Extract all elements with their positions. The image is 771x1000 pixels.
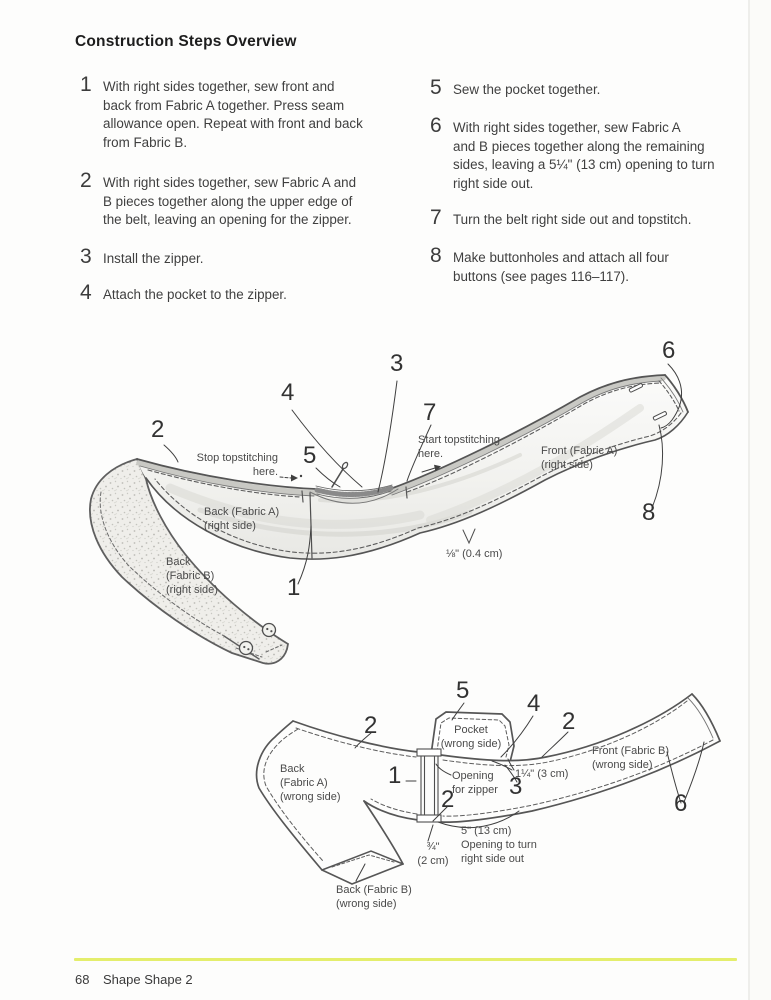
step-4: 4 Attach the pocket to the zipper. bbox=[80, 282, 433, 305]
callout-1b: 1 bbox=[388, 762, 402, 789]
callout-2-left: 2 bbox=[364, 712, 378, 739]
callout-7: 7 bbox=[423, 399, 437, 426]
step-5: 5 Sew the pocket together. bbox=[430, 77, 771, 100]
label-back-fabric-b-wrong: Back (Fabric B) (wrong side) bbox=[336, 884, 412, 911]
diagram-2-belt-wrong-side bbox=[255, 693, 721, 885]
label-front-fabric-a: Front (Fabric A) (right side) bbox=[541, 445, 618, 472]
callout-2-bottom: 2 bbox=[441, 786, 455, 813]
buttonholes bbox=[628, 383, 667, 421]
step-number: 6 bbox=[430, 114, 442, 137]
label-back-fabric-a-wrong: Back (Fabric A) (wrong side) bbox=[280, 763, 341, 804]
callout-4b: 4 bbox=[527, 690, 541, 717]
step-number: 8 bbox=[430, 244, 442, 267]
label-back-fabric-a: Back (Fabric A) (right side) bbox=[204, 506, 280, 533]
step-3: 3 Install the zipper. bbox=[80, 246, 433, 269]
callout-5: 5 bbox=[303, 442, 317, 469]
step-text: Attach the pocket to the zipper. bbox=[103, 287, 287, 302]
callout-8: 8 bbox=[642, 499, 656, 526]
label-opening-dimension: 5" (13 cm) Opening to turn right side ou… bbox=[461, 825, 537, 866]
step-text: Make buttonholes and attach all four but… bbox=[453, 250, 669, 284]
page-title: Construction Steps Overview bbox=[75, 33, 297, 50]
step-text: With right sides together, sew Fabric A … bbox=[103, 175, 357, 227]
diagram1-belt-body bbox=[136, 374, 689, 560]
label-back-fabric-b: Back (Fabric B) (right side) bbox=[166, 556, 218, 597]
footer-book-title: Shape Shape 2 bbox=[103, 972, 193, 987]
pocket-piece bbox=[429, 711, 515, 763]
step-8: 8 Make buttonholes and attach all four b… bbox=[430, 245, 771, 286]
diagram1-topstitching bbox=[147, 380, 682, 554]
step-1: 1 With right sides together, sew front a… bbox=[80, 74, 433, 152]
callout-2-right: 2 bbox=[562, 708, 576, 735]
step-7: 7 Turn the belt right side out and topst… bbox=[430, 207, 771, 230]
callout-3: 3 bbox=[390, 350, 404, 377]
step-text: With right sides together, sew front and… bbox=[103, 79, 363, 150]
step-number: 2 bbox=[80, 169, 92, 192]
step-number: 3 bbox=[80, 245, 92, 268]
step-2: 2 With right sides together, sew Fabric … bbox=[80, 170, 433, 230]
step-text: Sew the pocket together. bbox=[453, 82, 601, 97]
callout-6: 6 bbox=[662, 337, 676, 364]
callout-3b: 3 bbox=[509, 773, 523, 800]
callout-6b: 6 bbox=[674, 790, 688, 817]
start-topstitching-arrow bbox=[421, 464, 441, 473]
step-number: 5 bbox=[430, 76, 442, 99]
footer-page-number: 68 bbox=[75, 972, 90, 987]
label-start-topstitching: Start topstitching here. bbox=[418, 434, 500, 461]
label-stop-topstitching: Stop topstitching here. bbox=[196, 452, 278, 479]
callout-1: 1 bbox=[287, 574, 301, 601]
zipper bbox=[309, 461, 399, 504]
label-front-fabric-b: Front (Fabric B) (wrong side) bbox=[592, 745, 670, 772]
step-text: Install the zipper. bbox=[103, 251, 204, 266]
step-text: With right sides together, sew Fabric A … bbox=[453, 120, 715, 191]
callout-5b: 5 bbox=[456, 677, 470, 704]
topstitch-dim-pointer bbox=[462, 528, 476, 545]
step-text: Turn the belt right side out and topstit… bbox=[453, 212, 692, 227]
stop-topstitching-arrow bbox=[279, 474, 303, 482]
belt-buttons bbox=[238, 622, 277, 656]
step-number: 7 bbox=[430, 206, 442, 229]
diagram-1-belt-right-side bbox=[89, 363, 689, 665]
label-opening-for-zipper: Opening for zipper bbox=[452, 770, 498, 797]
diagram2-belt-body bbox=[255, 693, 721, 885]
step-6: 6 With right sides together, sew Fabric … bbox=[430, 115, 771, 193]
diagram2-leader-lines bbox=[354, 702, 705, 882]
center-seam bbox=[309, 492, 313, 559]
callout-2: 2 bbox=[151, 416, 165, 443]
label-seam-dimension: ¾" (2 cm) bbox=[417, 841, 449, 868]
callout-4: 4 bbox=[281, 379, 295, 406]
label-topstitch-dimension: ⅛" (0.4 cm) bbox=[446, 548, 503, 560]
step-number: 4 bbox=[80, 281, 92, 304]
label-pocket: Pocket (wrong side) bbox=[440, 724, 502, 751]
diagram1-back-tail-fabric-b bbox=[89, 457, 290, 665]
step-number: 1 bbox=[80, 73, 92, 96]
zipper-opening bbox=[416, 748, 442, 823]
page-edge-line bbox=[748, 0, 750, 1000]
page-edge-shading bbox=[750, 0, 771, 1000]
diagram1-leader-lines bbox=[163, 363, 683, 585]
zipper-pull bbox=[331, 468, 344, 488]
footer-accent-rule bbox=[74, 958, 737, 961]
label-zipper-offset-dimension: 1¼" (3 cm) bbox=[515, 768, 569, 780]
